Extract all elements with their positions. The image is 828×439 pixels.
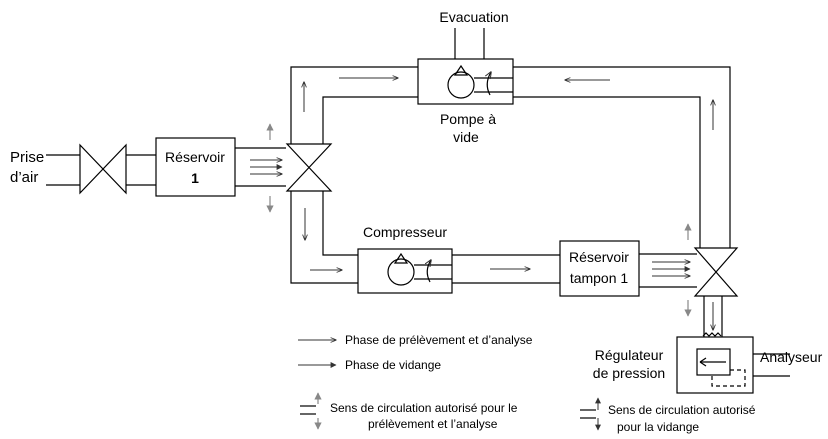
pressure-regulator: Régulateur de pression Analyseur [593,332,823,394]
upper-loop-pipes [290,66,731,248]
tank-1: Réservoir 1 [155,137,236,197]
pump-label-line2: vide [453,129,479,145]
legend-drain-direction-line1: Sens de circulation autorisé [608,403,756,417]
tank-1-outlet-pipes [235,147,286,187]
legend-drain-direction-line2: pour la vidange [617,420,699,434]
intake-label-line2: d’air [10,169,38,186]
vacuum-pump: Evacuation Pompe à vide [417,9,514,145]
legend: Phase de prélèvement et d’analyse Phase … [298,333,756,434]
lower-loop-pipes [290,191,560,284]
left-crossing-valve [266,123,333,213]
regulator-label-line1: Régulateur [595,347,664,363]
pump-label-line1: Pompe à [440,111,496,127]
tank-1-label-line2: 1 [191,170,199,186]
evacuation-label: Evacuation [439,9,508,25]
buffer-tank-label-line1: Réservoir [569,249,629,265]
legend-sampling-direction-line2: prélèvement et l’analyse [368,417,498,431]
buffer-tank-label-line2: tampon 1 [570,270,629,286]
tank-1-label-line1: Réservoir [165,149,225,165]
air-intake: Prise d’air [10,149,80,186]
compressor-label: Compresseur [363,224,447,240]
analyzer-label: Analyseur [760,349,823,365]
buffer-tank: Réservoir tampon 1 [559,240,697,297]
intake-label-line1: Prise [10,149,44,166]
intake-valve [79,143,156,195]
legend-sampling-phase: Phase de prélèvement et d’analyse [345,333,533,347]
regulator-label-line2: de pression [593,365,665,381]
legend-drain-phase: Phase de vidange [345,358,441,372]
right-crossing-valve [684,223,739,337]
compressor: Compresseur [357,224,453,294]
legend-sampling-direction-line1: Sens de circulation autorisé pour le [330,401,518,415]
